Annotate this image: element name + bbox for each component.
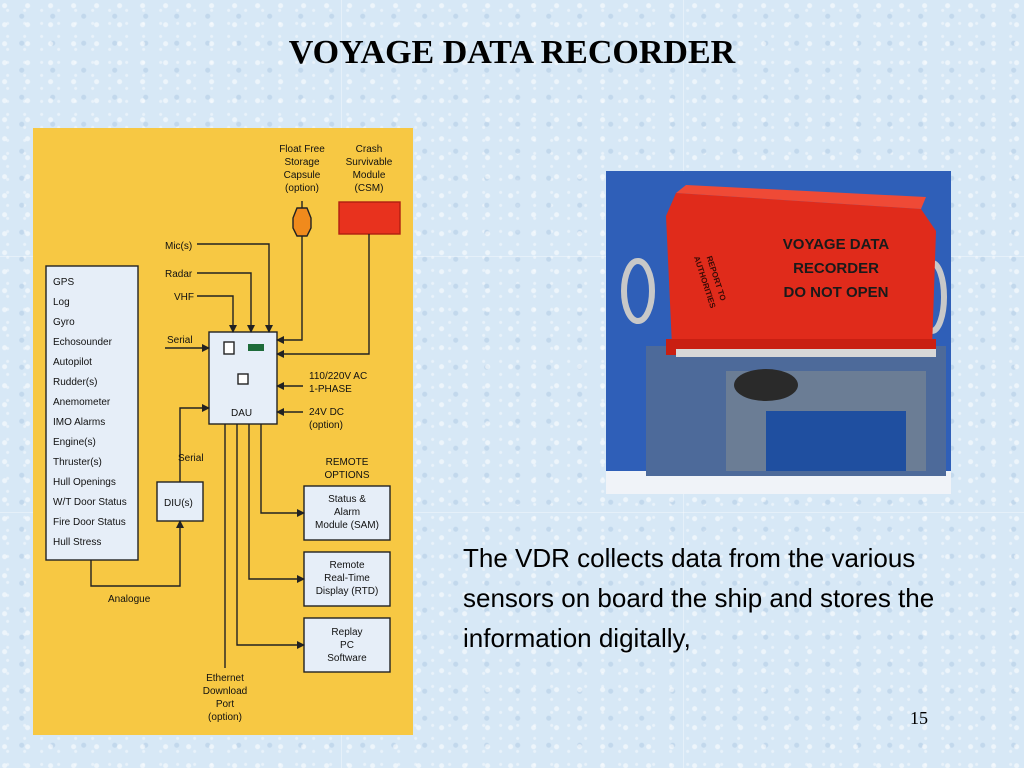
remote-options-label: OPTIONS (324, 470, 369, 481)
capsule-label: Capsule (284, 170, 321, 181)
sensor-label: Rudder(s) (53, 377, 97, 388)
page-number: 15 (910, 708, 928, 728)
dau-socket (223, 341, 235, 355)
power-ac-label: 1-PHASE (309, 384, 352, 395)
power-dc-label: 24V DC (309, 407, 344, 418)
remote-options-label: REMOTE (326, 457, 369, 468)
sam-label: Module (SAM) (315, 520, 379, 531)
sensor-label: W/T Door Status (53, 497, 127, 508)
dau-box (208, 331, 278, 425)
slide-title: VOYAGE DATA RECORDER (288, 34, 736, 71)
sensor-list-box (45, 265, 139, 561)
sam-label: Alarm (334, 507, 360, 518)
csm-label: Crash (356, 144, 383, 155)
vdr-label-line: VOYAGE DATA (783, 236, 890, 253)
diu-label: DIU(s) (164, 498, 193, 509)
sensor-label: Gyro (53, 317, 75, 328)
replay-label: Replay (331, 627, 362, 638)
float-free-capsule-shape (292, 207, 312, 237)
capsule-label: Storage (284, 157, 319, 168)
vdr-photo-drawing: VOYAGE DATA RECORDER DO NOT OPEN REPORT … (606, 171, 951, 494)
sensor-label: IMO Alarms (53, 417, 105, 428)
dau-label: DAU (231, 408, 252, 419)
sam-label: Status & (328, 494, 366, 505)
sensor-label: Anemometer (53, 397, 111, 408)
sensor-label: Hull Stress (53, 537, 101, 548)
sensor-label: Echosounder (53, 337, 113, 348)
csm-box (338, 201, 401, 235)
power-ac-label: 110/220V AC (309, 371, 367, 382)
sensor-label: GPS (53, 277, 74, 288)
background-gridline (0, 256, 1024, 257)
radar-label: Radar (165, 269, 193, 280)
sensor-label: Autopilot (53, 357, 92, 368)
dau-port (237, 373, 249, 385)
analogue-label: Analogue (108, 594, 151, 605)
sensor-label: Hull Openings (53, 477, 116, 488)
sensor-label: Log (53, 297, 70, 308)
slide-body-text: The VDR collects data from the various s… (463, 543, 935, 653)
replay-label: PC (340, 640, 354, 651)
sam-box (303, 485, 391, 541)
capsule-label: Float Free (279, 144, 325, 155)
vdr-label-line: RECORDER (793, 260, 879, 277)
ethernet-label: Ethernet (206, 673, 244, 684)
vdr-label-line: DO NOT OPEN (783, 284, 888, 301)
rtd-label: Real-Time (324, 573, 370, 584)
csm-label: Module (353, 170, 386, 181)
csm-label: Survivable (346, 157, 393, 168)
vhf-label: VHF (174, 292, 194, 303)
capsule-label: (option) (285, 183, 319, 194)
ethernet-label: Download (203, 686, 247, 697)
diagram-canvas: GPS Log Gyro Echosounder Autopilot Rudde… (45, 144, 401, 723)
serial-diu-label: Serial (178, 453, 204, 464)
rtd-label: Display (RTD) (316, 586, 379, 597)
serial-label: Serial (167, 335, 193, 346)
mic-label: Mic(s) (165, 241, 192, 252)
sensor-label: Fire Door Status (53, 517, 126, 528)
dau-led (248, 344, 264, 351)
csm-label: (CSM) (355, 183, 384, 194)
sensor-label: Thruster(s) (53, 457, 102, 468)
rtd-label: Remote (329, 560, 364, 571)
ethernet-label: (option) (208, 712, 242, 723)
power-dc-label: (option) (309, 420, 343, 431)
replay-label: Software (327, 653, 367, 664)
ethernet-label: Port (216, 699, 235, 710)
vdr-block-diagram: GPS Log Gyro Echosounder Autopilot Rudde… (33, 128, 413, 735)
background-gridline (0, 512, 1024, 513)
sensor-label: Engine(s) (53, 437, 96, 448)
vdr-photo: VOYAGE DATA RECORDER DO NOT OPEN REPORT … (606, 171, 951, 494)
